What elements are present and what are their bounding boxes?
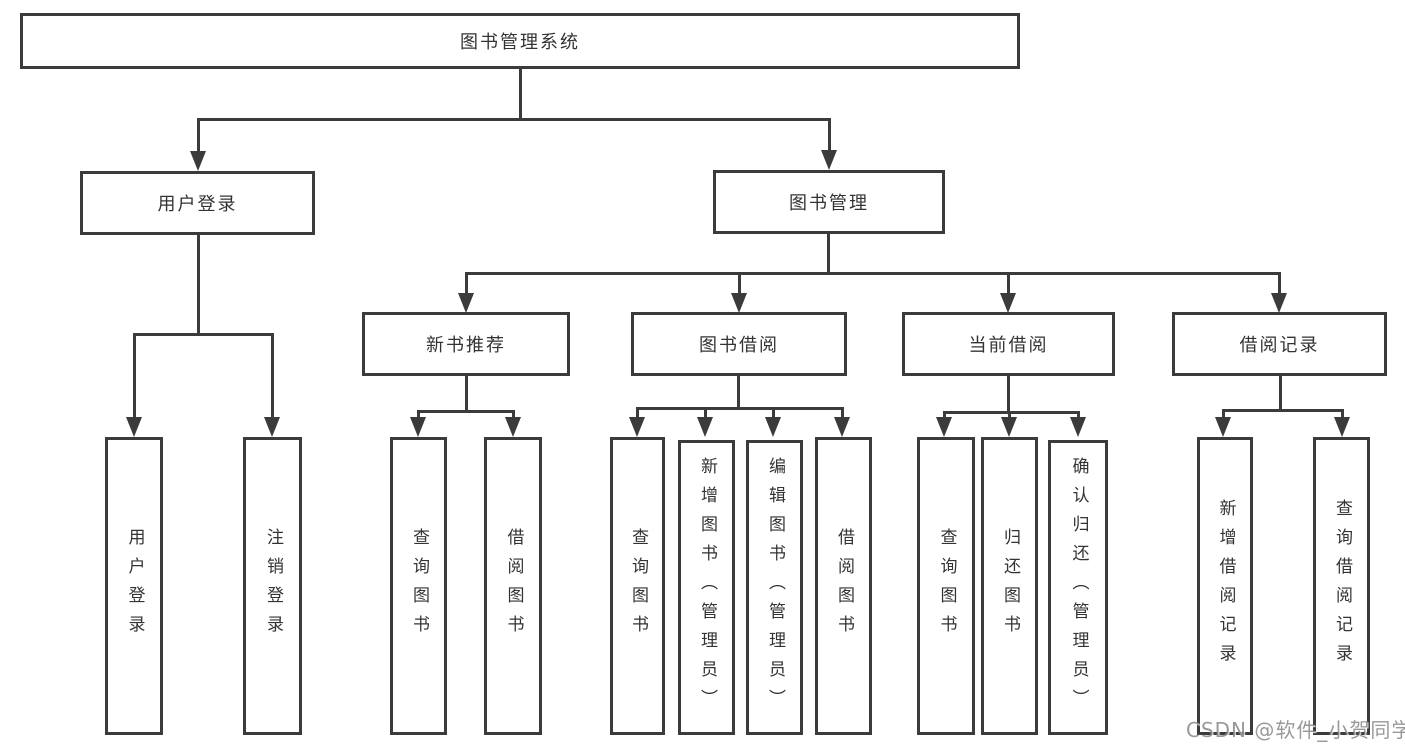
node-borrow-records: 借阅记录 — [1172, 312, 1387, 376]
node-leaf-cb-query: 查询图书 — [917, 437, 975, 735]
connector-line — [197, 118, 831, 121]
node-user-login-label: 用户登录 — [157, 194, 238, 215]
arrow-down-icon — [505, 417, 521, 437]
node-leaf-cb-confirm-label: 确认归还（管理员） — [1068, 457, 1089, 718]
node-leaf-logout-label: 注销登录 — [263, 528, 283, 644]
connector-line — [133, 333, 274, 336]
node-leaf-br-add: 新增借阅记录 — [1197, 437, 1253, 735]
connector-line — [271, 333, 274, 417]
arrow-down-icon — [264, 417, 280, 437]
arrow-down-icon — [821, 150, 837, 170]
arrow-down-icon — [1000, 293, 1016, 313]
arrow-down-icon — [731, 293, 747, 313]
watermark: CSDN @软件_小贺同学 — [1186, 718, 1405, 742]
node-leaf-br-add-label: 新增借阅记录 — [1215, 499, 1236, 673]
arrow-down-icon — [834, 417, 850, 437]
connector-line — [943, 411, 1080, 414]
connector-line — [417, 410, 420, 417]
arrow-down-icon — [190, 151, 206, 171]
connector-line — [1279, 376, 1282, 409]
node-leaf-logout: 注销登录 — [243, 437, 302, 735]
connector-line — [1341, 409, 1344, 417]
connector-line — [943, 411, 946, 417]
connector-line — [1222, 409, 1344, 412]
connector-line — [465, 272, 468, 293]
node-book-borrow-label: 图书借阅 — [699, 335, 779, 356]
connector-line — [465, 376, 468, 410]
arrow-down-icon — [765, 417, 781, 437]
arrow-down-icon — [1334, 417, 1350, 437]
node-leaf-nb-query-label: 查询图书 — [409, 528, 429, 644]
node-current-borrow: 当前借阅 — [902, 312, 1115, 376]
connector-line — [704, 407, 707, 417]
connector-line — [1077, 411, 1080, 417]
node-leaf-nb-borrow-label: 借阅图书 — [503, 528, 524, 644]
connector-line — [828, 118, 831, 150]
node-leaf-cb-query-label: 查询图书 — [936, 528, 957, 644]
connector-line — [512, 410, 515, 417]
node-root: 图书管理系统 — [20, 13, 1020, 69]
connector-line — [133, 333, 136, 417]
node-leaf-user-login-label: 用户登录 — [124, 528, 145, 644]
connector-line — [466, 272, 1279, 275]
connector-line — [772, 407, 775, 417]
node-borrow-records-label: 借阅记录 — [1239, 335, 1320, 356]
arrow-down-icon — [1070, 417, 1086, 437]
node-leaf-br-query: 查询借阅记录 — [1313, 437, 1370, 735]
arrow-down-icon — [410, 417, 426, 437]
node-root-label: 图书管理系统 — [460, 32, 580, 53]
node-leaf-bb-query-label: 查询图书 — [628, 528, 648, 644]
node-leaf-cb-return-label: 归还图书 — [1000, 528, 1020, 644]
connector-line — [197, 118, 200, 152]
connector-line — [636, 407, 639, 417]
arrow-down-icon — [1215, 417, 1231, 437]
node-leaf-nb-query: 查询图书 — [390, 437, 447, 735]
connector-line — [827, 234, 830, 272]
node-leaf-bb-borrow: 借阅图书 — [815, 437, 872, 735]
connector-line — [738, 272, 741, 293]
arrow-down-icon — [1001, 417, 1017, 437]
arrow-down-icon — [126, 417, 142, 437]
node-user-login: 用户登录 — [80, 171, 315, 235]
node-current-borrow-label: 当前借阅 — [968, 335, 1049, 356]
connector-line — [1007, 272, 1010, 293]
arrow-down-icon — [629, 417, 645, 437]
arrow-down-icon — [1271, 293, 1287, 313]
arrow-down-icon — [936, 417, 952, 437]
node-new-books: 新书推荐 — [362, 312, 570, 376]
node-leaf-bb-edit-label: 编辑图书（管理员） — [765, 457, 785, 718]
connector-line — [519, 69, 522, 118]
connector-line — [636, 407, 844, 410]
node-book-mgmt-label: 图书管理 — [789, 193, 869, 214]
node-new-books-label: 新书推荐 — [426, 335, 506, 356]
node-leaf-cb-confirm: 确认归还（管理员） — [1048, 440, 1108, 735]
connector-line — [1008, 411, 1011, 417]
node-leaf-bb-query: 查询图书 — [610, 437, 665, 735]
node-leaf-bb-add-label: 新增图书（管理员） — [697, 457, 717, 718]
arrow-down-icon — [697, 417, 713, 437]
connector-line — [417, 410, 515, 413]
node-leaf-nb-borrow: 借阅图书 — [484, 437, 542, 735]
node-leaf-cb-return: 归还图书 — [981, 437, 1038, 735]
connector-line — [1007, 376, 1010, 411]
connector-line — [1278, 272, 1281, 293]
node-book-borrow: 图书借阅 — [631, 312, 847, 376]
connector-line — [1222, 409, 1225, 417]
node-leaf-bb-borrow-label: 借阅图书 — [834, 528, 854, 644]
node-leaf-user-login: 用户登录 — [105, 437, 163, 735]
node-leaf-bb-edit: 编辑图书（管理员） — [746, 440, 803, 735]
connector-line — [737, 376, 740, 407]
connector-line — [841, 407, 844, 417]
node-leaf-bb-add: 新增图书（管理员） — [678, 440, 735, 735]
connector-line — [197, 235, 200, 333]
node-leaf-br-query-label: 查询借阅记录 — [1332, 499, 1352, 673]
arrow-down-icon — [458, 293, 474, 313]
node-book-mgmt: 图书管理 — [713, 170, 945, 234]
